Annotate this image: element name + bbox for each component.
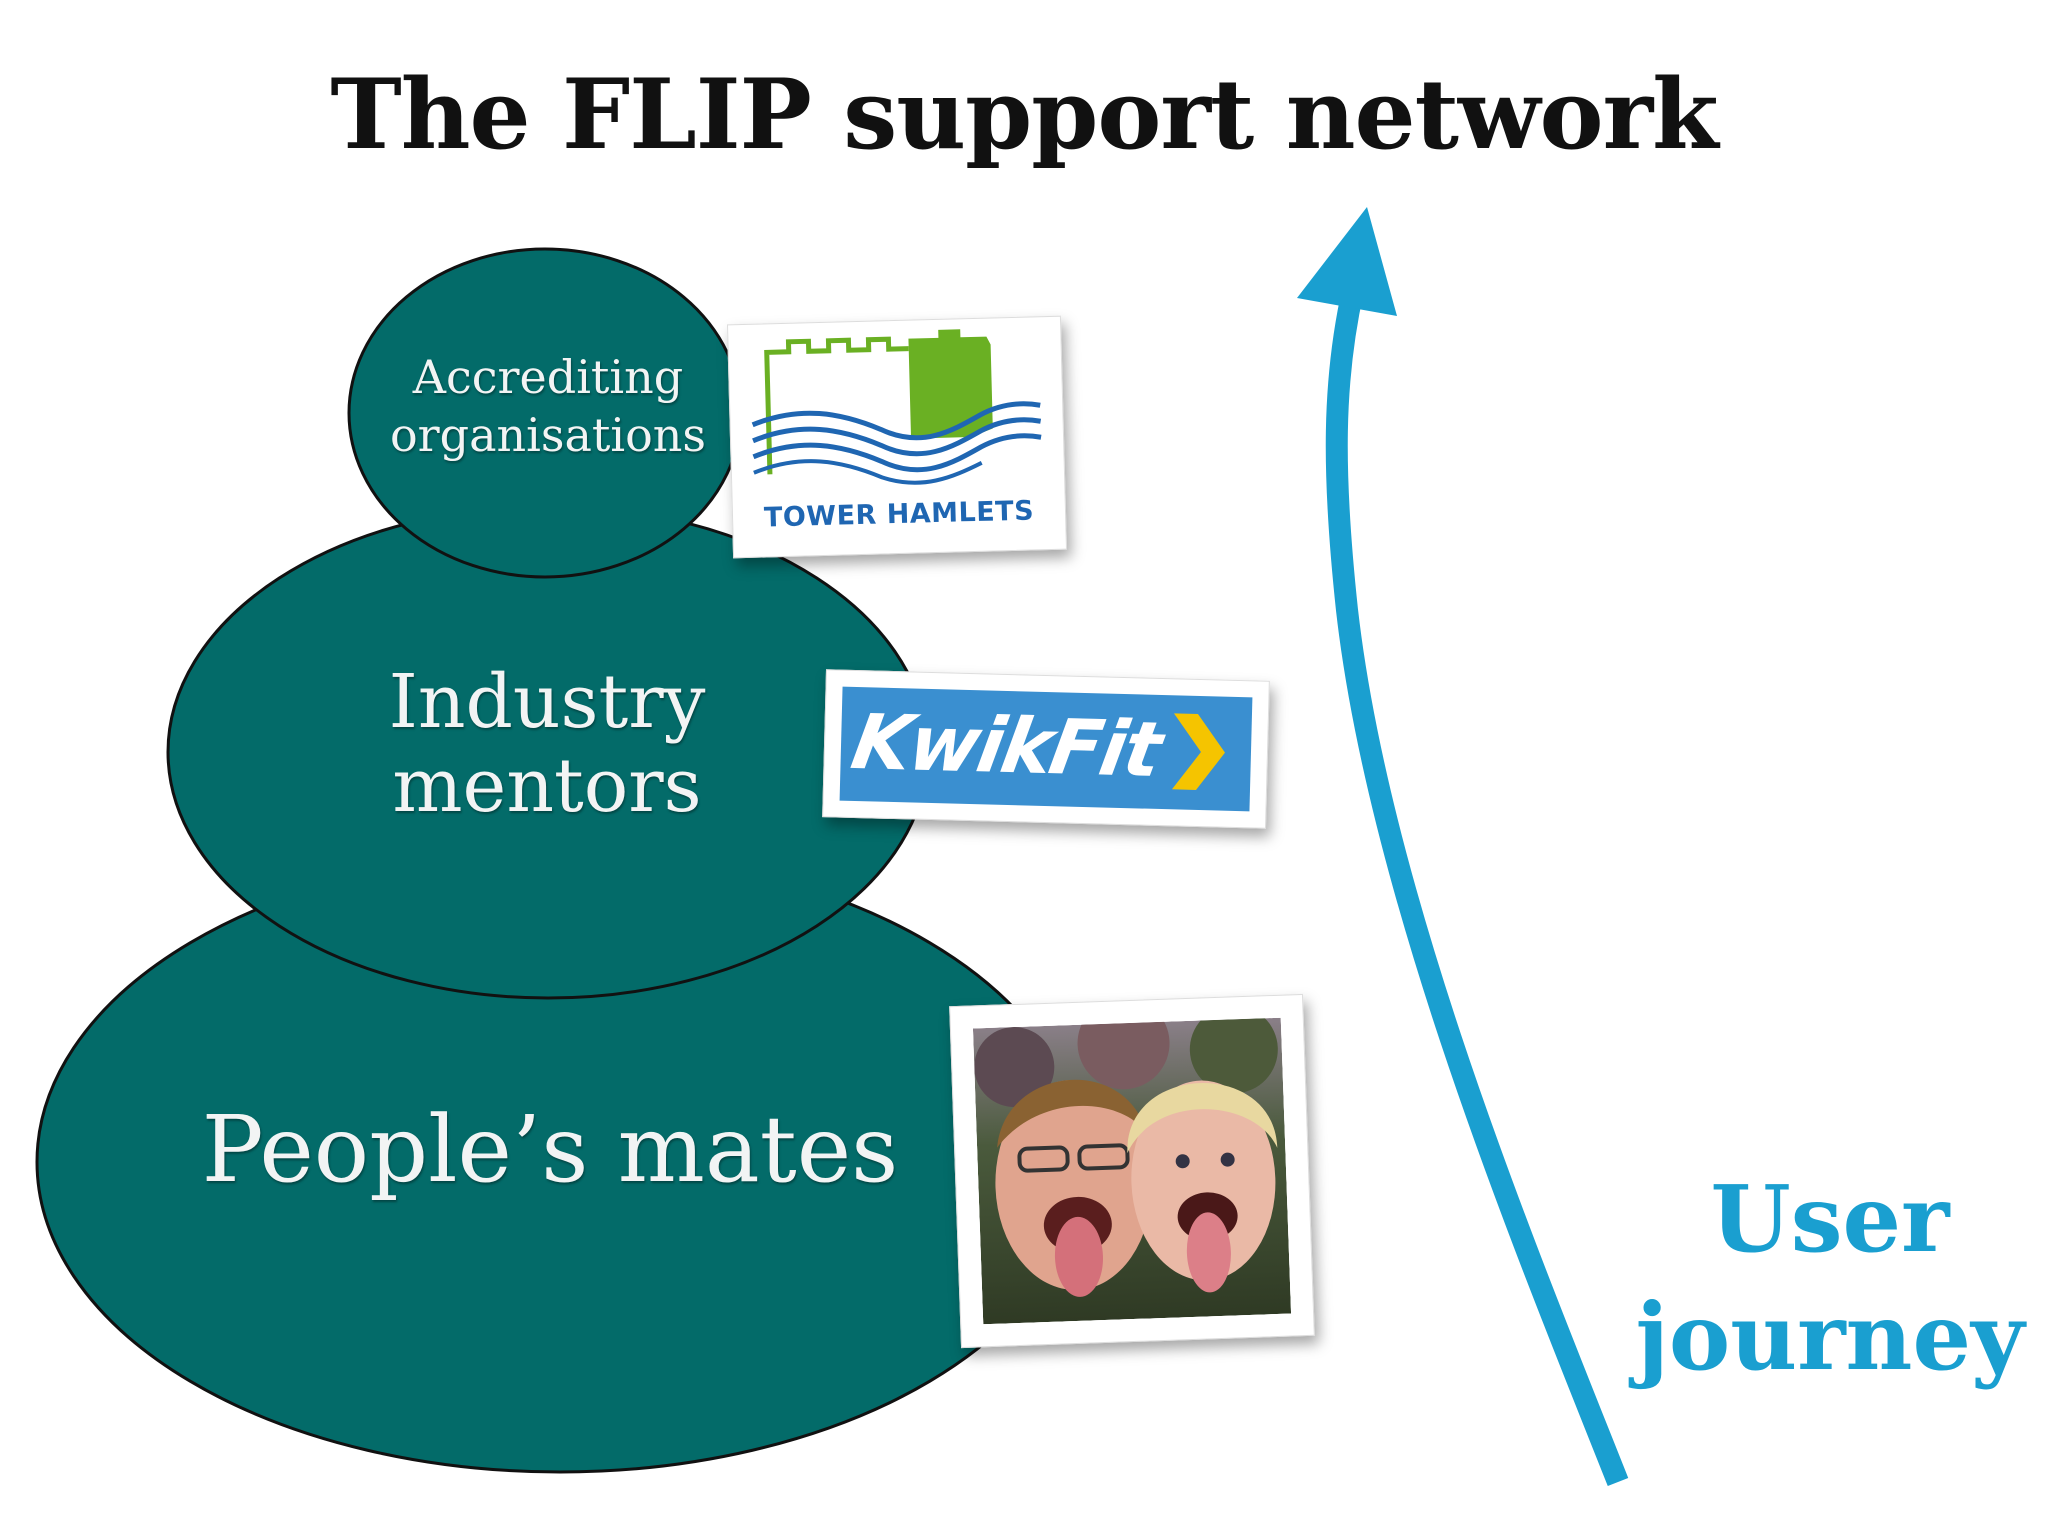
- tier-label-accrediting-line1: Accrediting: [412, 350, 684, 404]
- friends-photo-image: [972, 1017, 1292, 1325]
- tier-label-accrediting: Accrediting organisations: [348, 348, 748, 464]
- kwik-fit-wordmark: KwikFit: [845, 697, 1167, 794]
- user-journey-arrow-shaft: [1325, 287, 1629, 1487]
- friends-photo: [949, 993, 1315, 1349]
- user-journey-label: User journey: [1595, 1160, 2048, 1396]
- user-journey-arrow-head: [1297, 207, 1397, 316]
- kwik-fit-panel: KwikFit: [839, 686, 1253, 812]
- chevron-right-icon: [1171, 713, 1225, 790]
- tier-label-industry: Industry mentors: [297, 660, 797, 828]
- tier-label-mates: People’s mates: [201, 1096, 899, 1203]
- friends-photo-illustration: [972, 1017, 1292, 1325]
- kwik-fit-logo: KwikFit: [822, 669, 1270, 829]
- tier-label-accrediting-line2: organisations: [389, 408, 707, 462]
- user-journey-label-line1: User: [1710, 1165, 1950, 1273]
- tower-hamlets-logo: TOWER HAMLETS: [726, 315, 1068, 559]
- tier-label-industry-line2: mentors: [392, 743, 702, 829]
- user-journey-label-line2: journey: [1635, 1283, 2025, 1391]
- tier-label-industry-line1: Industry: [388, 659, 706, 745]
- tower-hamlets-emblem-icon: [751, 329, 1042, 485]
- slide-title: The FLIP support network: [330, 58, 1718, 171]
